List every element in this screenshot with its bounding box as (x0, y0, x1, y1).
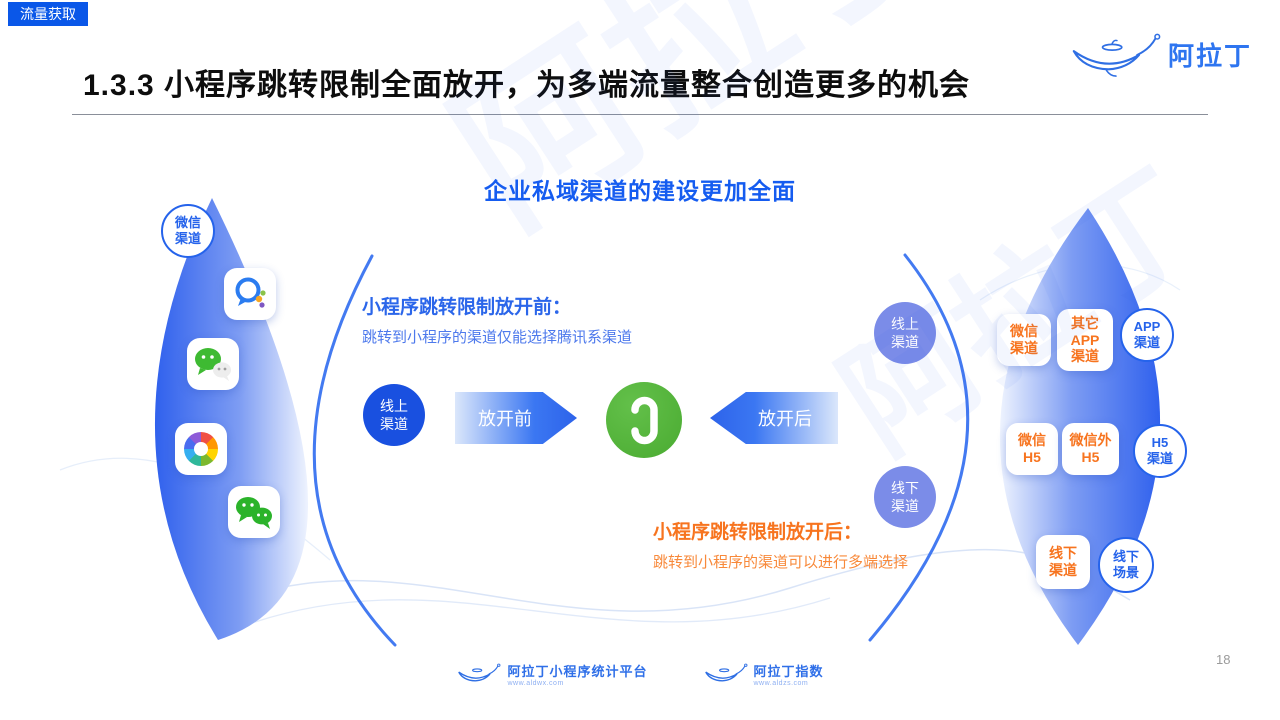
aladdin-lamp-icon (1072, 33, 1161, 77)
right-item-h5-channel: H5 渠道 (1133, 424, 1187, 478)
footer-logo-name: 阿拉丁指数 (753, 663, 824, 679)
right-item-offline-scene: 线下 场景 (1098, 537, 1154, 593)
page-number: 18 (1216, 652, 1231, 667)
right-item-outside-wechat-h5: 微信外 H5 (1062, 423, 1119, 475)
right-item-other-app-channel: 其它 APP 渠道 (1057, 309, 1113, 371)
left-panel-label: 微信 渠道 (161, 204, 215, 258)
wechat-chat-icon (228, 486, 280, 538)
footer-logo-index: 阿拉丁指数 www.aldzs.com (703, 660, 824, 687)
section-badge: 流量获取 (8, 2, 88, 26)
aladdin-lamp-icon (458, 663, 501, 682)
wecom-icon (224, 268, 276, 320)
wechat-icon (187, 338, 239, 390)
diagram-heading: 企业私域渠道的建设更加全面 (484, 178, 796, 204)
brand-logo: 阿拉丁 (1068, 26, 1252, 82)
online-channel-circle-before: 线上 渠道 (363, 384, 425, 446)
after-note-title: 小程序跳转限制放开后： (653, 522, 863, 543)
right-item-wechat-h5: 微信 H5 (1006, 423, 1058, 475)
right-item-app-channel: APP 渠道 (1120, 308, 1174, 362)
aladdin-lamp-icon (704, 663, 747, 682)
footer-logo-platform: 阿拉丁小程序统计平台 www.aldwx.com (456, 660, 647, 687)
brand-name: 阿拉丁 (1168, 40, 1253, 71)
before-note-title: 小程序跳转限制放开前： (362, 297, 572, 318)
online-channel-circle-after: 线上 渠道 (874, 302, 936, 364)
right-item-wechat-channel: 微信 渠道 (997, 314, 1051, 366)
footer: 阿拉丁小程序统计平台 www.aldwx.com 阿拉丁指数 www.aldzs… (0, 660, 1280, 687)
before-note-desc: 跳转到小程序的渠道仅能选择腾讯系渠道 (362, 329, 633, 346)
moments-icon (175, 423, 227, 475)
footer-logo-name: 阿拉丁小程序统计平台 (507, 663, 648, 679)
title-divider (72, 114, 1208, 115)
weapp-icon (606, 382, 682, 458)
right-item-offline-channel: 线下 渠道 (1036, 535, 1090, 589)
after-note-desc: 跳转到小程序的渠道可以进行多端选择 (653, 554, 909, 571)
page-title: 1.3.3 小程序跳转限制全面放开，为多端流量整合创造更多的机会 (83, 69, 971, 102)
offline-channel-circle-after: 线下 渠道 (874, 466, 936, 528)
footer-logo-url: www.aldzs.com (753, 679, 809, 687)
footer-logo-url: www.aldwx.com (507, 679, 564, 687)
moments-aperture (184, 432, 218, 466)
